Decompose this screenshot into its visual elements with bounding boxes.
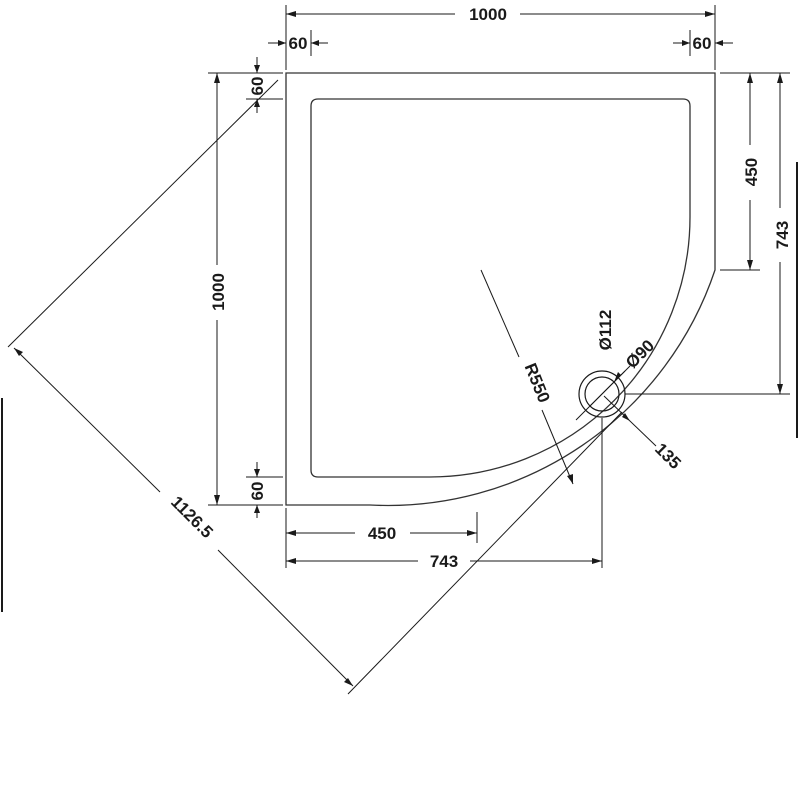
label-right-total: 743 (773, 221, 792, 249)
label-left-bottom-offset: 60 (248, 482, 267, 501)
dimension-left-top-offset: 60 (246, 57, 283, 113)
label-left-height: 1000 (209, 273, 228, 311)
dimension-right-total: 743 (625, 72, 792, 395)
label-top-width: 1000 (469, 5, 507, 24)
dimension-bottom-straight: 450 (285, 508, 478, 568)
dimension-top-left-offset: 60 (268, 30, 328, 56)
dimension-bottom-total: 743 (286, 418, 603, 571)
label-bottom-total: 743 (430, 552, 458, 571)
dimension-top-width: 1000 (285, 5, 716, 70)
label-left-top-offset: 60 (248, 77, 267, 96)
dimension-right-straight: 450 (720, 72, 761, 271)
dimension-top-right-offset: 60 (673, 30, 733, 56)
label-waste-outer: Ø112 (596, 310, 615, 351)
label-bottom-straight: 450 (368, 524, 396, 543)
dimension-left-bottom-offset: 60 (246, 462, 283, 518)
dimension-waste-offset: 135 (603, 395, 685, 473)
label-diagonal: 1126.5 (167, 492, 217, 542)
label-waste-offset: 135 (651, 439, 684, 472)
label-top-left-offset: 60 (289, 34, 308, 53)
tray-inner-recess (310, 98, 691, 478)
label-top-right-offset: 60 (693, 34, 712, 53)
dimension-left-height: 1000 (208, 72, 283, 506)
label-right-straight: 450 (742, 158, 761, 186)
